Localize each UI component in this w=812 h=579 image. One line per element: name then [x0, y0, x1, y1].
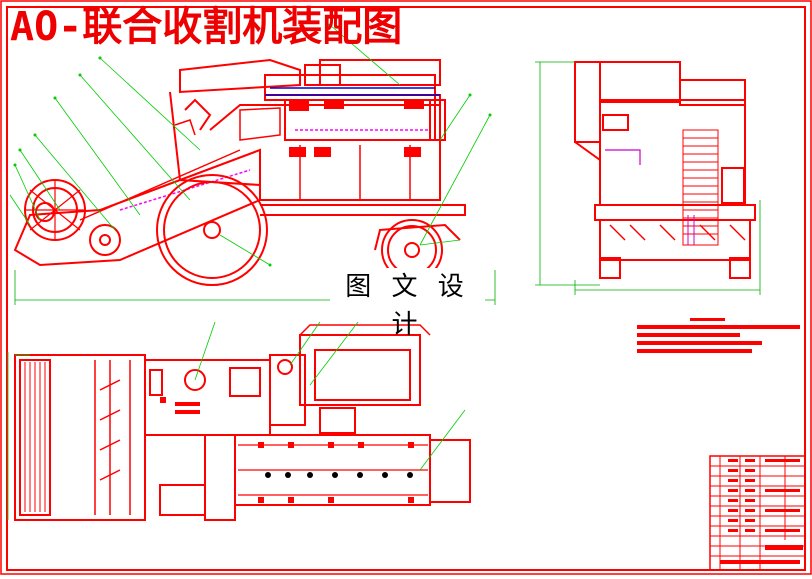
- top-view-details: [160, 397, 414, 503]
- inner-border: [6, 6, 806, 571]
- title-block-fill: [720, 459, 803, 564]
- side-view: [574, 61, 756, 279]
- side-view-grille: [682, 129, 719, 246]
- front-view-leaders: [9, 24, 496, 305]
- side-view-dimensions: [535, 61, 761, 295]
- top-view-leaders: [7, 321, 466, 520]
- title-block: [709, 455, 806, 571]
- technical-requirements: [637, 318, 800, 353]
- front-view: [13, 58, 466, 286]
- front-view-item-markers: [13, 23, 492, 267]
- top-view: [14, 324, 471, 521]
- watermark-label: 图 文 设 计: [330, 268, 485, 340]
- drawing-title: AO-联合收割机装配图: [10, 4, 403, 50]
